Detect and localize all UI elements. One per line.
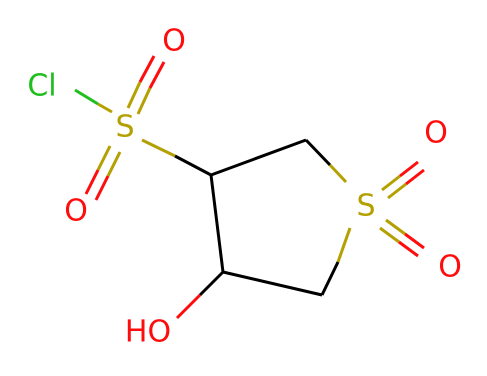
bond-sring-c5 xyxy=(336,227,352,263)
bond-c5-c4 xyxy=(222,270,323,297)
bond-cl-s xyxy=(74,88,99,106)
bond-sring-o-bottom-2 xyxy=(379,226,400,244)
bond-sring-o-top-1 xyxy=(381,174,401,192)
bond-sring-o-top-2 xyxy=(387,182,407,200)
bond-s-o-bottom-1 xyxy=(96,145,112,171)
bond-s-o-top-2 xyxy=(136,87,152,115)
bond-sring-o-bottom-1 xyxy=(385,218,406,236)
atom-o-bottom: O xyxy=(64,194,88,229)
bonds xyxy=(74,55,425,320)
bond-c4-oh xyxy=(198,270,225,297)
bond-c4-c3 xyxy=(209,174,225,273)
atom-o-top: O xyxy=(162,24,186,59)
bond-c4-oh-b xyxy=(175,293,202,320)
bond-s-o-top-2b xyxy=(148,61,166,89)
bond-s-o-top-1b xyxy=(138,55,156,83)
atom-o-ring-bottom: O xyxy=(438,250,462,285)
bond-s-o-bottom-2b xyxy=(94,175,110,201)
bond-sring-o-bottom-2b xyxy=(398,240,419,258)
bond-s-o-bottom-1b xyxy=(84,169,100,195)
bond-c3-c2 xyxy=(210,138,307,177)
bond-s-c3-b xyxy=(174,154,212,177)
atom-s-ring: S xyxy=(356,189,375,224)
bond-cl-s-b xyxy=(97,102,113,114)
atom-cl: Cl xyxy=(27,69,56,104)
bond-s-c3 xyxy=(141,138,176,158)
bond-sring-o-top-1b xyxy=(399,160,419,178)
atom-o-ring-top: O xyxy=(424,116,448,151)
bond-s-o-bottom-2 xyxy=(106,151,122,177)
atom-labels: Cl S O O S O O HO xyxy=(27,24,461,350)
atom-hydroxyl: HO xyxy=(125,315,171,350)
bond-s-o-top-1 xyxy=(126,81,142,109)
bond-sring-o-bottom-1b xyxy=(404,232,425,250)
bond-sring-o-top-2b xyxy=(405,168,425,186)
atom-s-sulfonyl: S xyxy=(115,110,134,145)
bond-sring-c5-b xyxy=(320,261,340,296)
bond-c2-sring-b xyxy=(328,163,348,184)
bond-c2-sring xyxy=(304,138,332,167)
